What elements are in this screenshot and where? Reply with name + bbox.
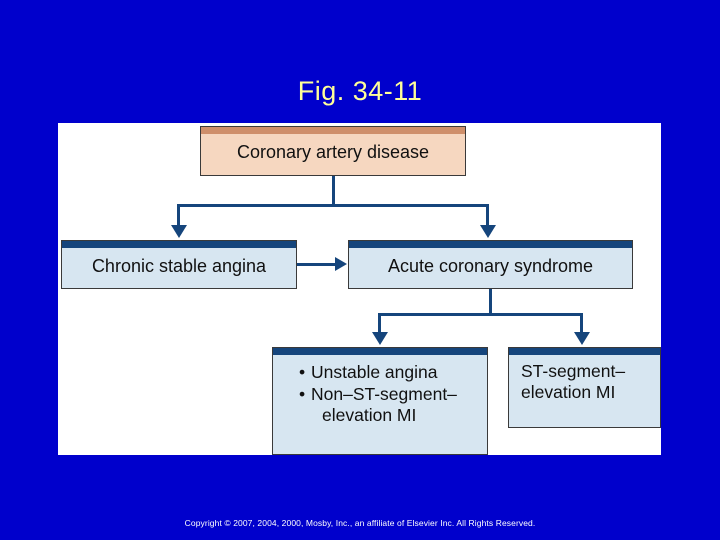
node-cap bbox=[273, 348, 487, 355]
connector-cad-bar bbox=[177, 204, 489, 207]
list-item: Non–ST-segment–elevation MI bbox=[299, 384, 487, 426]
copyright-notice: Copyright © 2007, 2004, 2000, Mosby, Inc… bbox=[184, 518, 536, 528]
arrow-down-icon-acs bbox=[480, 225, 496, 238]
node-bullet-list: Unstable angina Non–ST-segment–elevation… bbox=[273, 348, 487, 427]
figure-panel: Coronary artery disease Chronic stable a… bbox=[58, 123, 661, 455]
connector-acs-to-unstable bbox=[378, 313, 381, 334]
node-label-line1: ST-segment– bbox=[521, 361, 626, 381]
node-cap bbox=[509, 348, 660, 355]
node-coronary-artery-disease: Coronary artery disease bbox=[200, 126, 466, 176]
node-label: Chronic stable angina bbox=[91, 255, 267, 276]
connector-cad-to-csa bbox=[177, 204, 180, 227]
node-acute-coronary-syndrome: Acute coronary syndrome bbox=[348, 240, 633, 289]
node-cap bbox=[201, 127, 465, 134]
connector-acs-to-stemi bbox=[580, 313, 583, 334]
bullet-text: Unstable angina bbox=[311, 362, 438, 382]
node-chronic-stable-angina: Chronic stable angina bbox=[61, 240, 297, 289]
arrow-down-icon-csa bbox=[171, 225, 187, 238]
node-cap bbox=[62, 241, 296, 248]
node-label-line2: elevation MI bbox=[521, 382, 616, 402]
bullet-text-continuation: elevation MI bbox=[322, 405, 417, 425]
bullet-text: Non–ST-segment– bbox=[311, 384, 457, 404]
node-cap bbox=[349, 241, 632, 248]
connector-cad-to-acs bbox=[486, 204, 489, 227]
node-label: ST-segment–elevation MI bbox=[509, 348, 660, 407]
arrow-down-icon-unstable bbox=[372, 332, 388, 345]
connector-acs-stem bbox=[489, 289, 492, 315]
node-st-elevation-mi: ST-segment–elevation MI bbox=[508, 347, 661, 428]
arrow-right-icon-acs bbox=[335, 257, 347, 271]
node-label: Acute coronary syndrome bbox=[387, 255, 594, 276]
connector-cad-stem bbox=[332, 176, 335, 206]
arrow-down-icon-stemi bbox=[574, 332, 590, 345]
page-title: Fig. 34-11 bbox=[297, 76, 423, 106]
connector-csa-to-acs bbox=[297, 263, 337, 266]
list-item: Unstable angina bbox=[299, 362, 487, 383]
node-label: Coronary artery disease bbox=[236, 142, 430, 163]
node-unstable-angina-nstemi: Unstable angina Non–ST-segment–elevation… bbox=[272, 347, 488, 455]
connector-acs-bar bbox=[378, 313, 583, 316]
